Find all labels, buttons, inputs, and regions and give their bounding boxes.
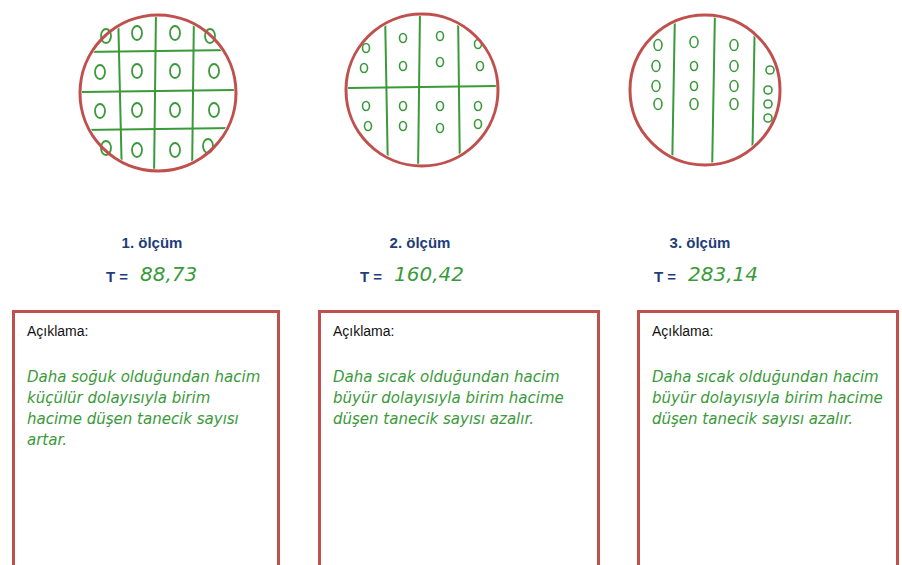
measurement-title: 1. ölçüm [122,234,183,251]
explanation-text: Daha sıcak olduğundan hacim büyür dolayı… [333,367,585,430]
measurement-title: 2. ölçüm [390,234,451,251]
grid-lines [75,10,240,180]
explanation-box: Açıklama: Daha soğuk olduğundan hacim küç… [12,310,280,565]
temperature-value: 283,14 [688,262,758,286]
box-heading: Açıklama: [333,323,585,339]
particles [361,32,484,133]
particles [652,37,774,123]
temperature-symbol: T = [106,268,128,285]
sample-circle [630,15,780,165]
sample-circle [346,14,498,166]
temperature-symbol: T = [360,268,382,285]
explanation-box: Açıklama: Daha sıcak olduğundan hacim büy… [318,310,600,565]
grid-lines [672,10,755,175]
explanation-text: Daha soğuk olduğundan hacim küçülür dola… [27,367,265,451]
measurement-title: 3. ölçüm [670,234,731,251]
particles [95,26,219,157]
temperature-value: 160,42 [394,262,464,286]
box-heading: Açıklama: [652,323,884,339]
box-heading: Açıklama: [27,323,265,339]
explanation-text: Daha sıcak olduğundan hacim büyür dolayı… [652,367,884,430]
explanation-box: Açıklama: Daha sıcak olduğundan hacim büy… [637,310,899,565]
sample-circle [80,15,236,171]
temperature-value: 88,73 [140,262,197,286]
grid-lines [340,10,500,175]
temperature-symbol: T = [654,268,676,285]
